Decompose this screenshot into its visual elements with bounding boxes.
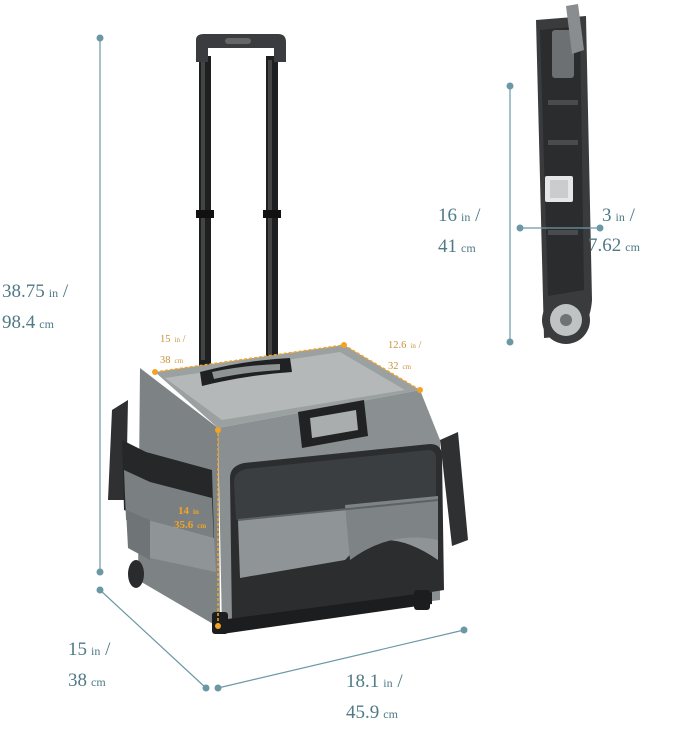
interior-length-in-unit: in <box>174 336 180 344</box>
depth-cm-value: 38 <box>68 670 87 691</box>
right-foot <box>414 590 430 610</box>
dimension-lines <box>96 34 604 692</box>
folded-thickness-cm-value: 7.62 <box>588 235 622 256</box>
folded-height-cm-unit: cm <box>461 241 476 255</box>
folded-height-label: 16 in / 41 cm <box>438 205 481 257</box>
folded-height-in-value: 16 <box>438 205 457 226</box>
interior-length-in-value: 15 <box>160 334 171 345</box>
rear-wheel <box>128 560 144 588</box>
height-cm-value: 98.4 <box>2 312 36 333</box>
folded-height-in-unit: in <box>461 210 471 224</box>
interior-width-cm-value: 32 <box>388 361 399 372</box>
rolling-cart-illustration <box>108 34 468 634</box>
interior-length-label: 15 in / 38 cm <box>160 334 186 366</box>
left-foot <box>212 612 228 634</box>
right-side-strap <box>440 432 468 546</box>
folded-cart-illustration <box>536 4 592 344</box>
product-scene <box>96 4 604 692</box>
interior-height-in-value: 14 <box>178 505 189 517</box>
interior-length-cm-value: 38 <box>160 355 171 366</box>
total-height-label: 38.75 in / 98.4 cm <box>2 281 69 333</box>
folded-height-cm-value: 41 <box>438 236 457 257</box>
interior-width-in-unit: in <box>410 342 416 350</box>
height-cm-unit: cm <box>39 317 54 331</box>
side-pockets <box>122 440 216 572</box>
height-in-value: 38.75 <box>2 281 45 302</box>
interior-height-metric-label: 35.6 cm <box>174 516 206 537</box>
interior-height-label: 14 in <box>178 502 199 523</box>
height-in-unit: in <box>48 286 59 300</box>
depth-in-unit: in <box>91 644 101 658</box>
interior-width-cm-unit: cm <box>402 363 412 371</box>
interior-length-cm-unit: cm <box>174 357 184 365</box>
folded-thickness-cm-unit: cm <box>625 240 640 254</box>
depth-label: 15 in / 38 cm <box>68 639 111 691</box>
folded-thickness-metric-label: 7.62 cm <box>588 236 640 267</box>
interior-width-label: 12.6 in / 32 cm <box>388 340 422 372</box>
width-cm-unit: cm <box>383 707 398 721</box>
front-pocket <box>230 444 444 624</box>
width-in-value: 18.1 <box>346 671 380 692</box>
folded-thickness-in-value: 3 <box>602 205 612 226</box>
depth-in-value: 15 <box>68 639 87 660</box>
cart-base <box>220 592 432 634</box>
width-in-unit: in <box>383 676 393 690</box>
interior-height-cm-unit: cm <box>197 522 207 530</box>
width-label: 18.1 in / 45.9 cm <box>346 671 403 723</box>
interior-height-cm-value: 35.6 <box>174 519 194 531</box>
width-cm-value: 45.9 <box>346 702 380 723</box>
interior-height-in-unit: in <box>193 508 199 516</box>
interior-width-in-value: 12.6 <box>388 340 407 351</box>
folded-thickness-in-unit: in <box>615 210 625 224</box>
depth-cm-unit: cm <box>91 675 106 689</box>
telescoping-handle <box>196 34 286 366</box>
folded-thickness-label: 3 in / <box>602 205 635 226</box>
